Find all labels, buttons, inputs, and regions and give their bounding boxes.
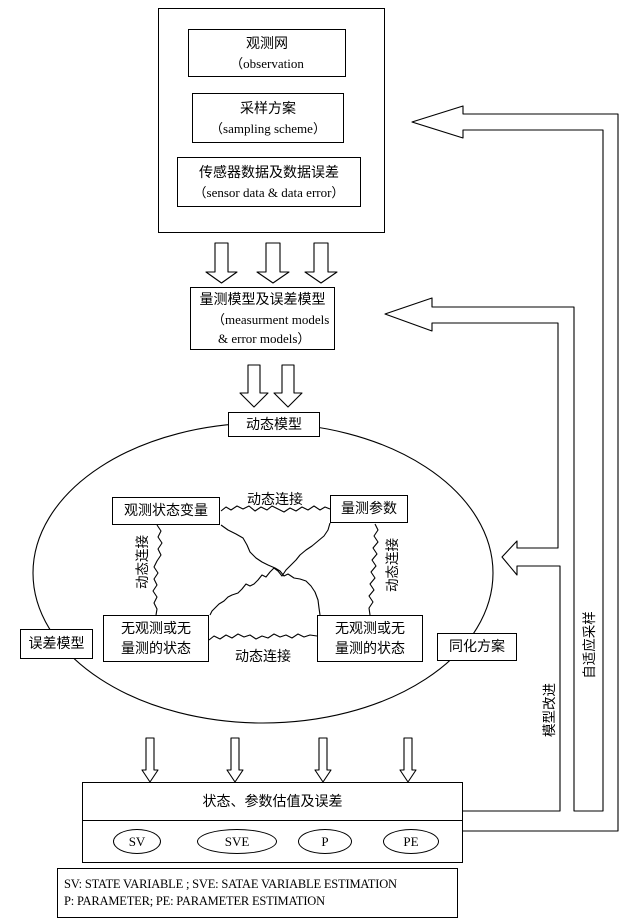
sensor-data-zh: 传感器数据及数据误差 [199, 164, 339, 181]
arrow-down-icon [399, 737, 417, 783]
unobserved-left-line1: 无观测或无 [121, 620, 191, 637]
dynamic-link-diagonal-2 [209, 522, 331, 616]
measured-params-label: 量测参数 [341, 501, 397, 517]
observed-state-box: 观测状态变量 [112, 497, 220, 525]
dynamic-link-right-label: 动态连接 [385, 538, 401, 592]
dynamic-model-title: 动态模型 [246, 416, 302, 433]
sensor-data-en: （sensor data & data error） [193, 184, 345, 200]
observation-network-zh: 观测网 [246, 35, 288, 52]
dynamic-link-bottom-label: 动态连接 [235, 649, 291, 665]
output-item-sv: SV [113, 829, 161, 854]
unobserved-right-line1: 无观测或无 [335, 620, 405, 637]
sampling-scheme-box: 采样方案 （sampling scheme） [192, 93, 344, 143]
output-title: 状态、参数估值及误差 [202, 793, 343, 810]
unobserved-left-line2: 量测的状态 [121, 640, 191, 657]
arrow-down-icon [226, 737, 244, 783]
dynamic-link-left [152, 524, 163, 616]
dynamic-link-top-label: 动态连接 [247, 492, 303, 508]
legend-line-2: P: PARAMETER; PE: PARAMETER ESTIMATION [64, 894, 325, 908]
measured-params-box: 量测参数 [330, 495, 408, 523]
unobserved-state-right-box: 无观测或无 量测的状态 [317, 615, 423, 662]
assimilation-scheme-label: 同化方案 [449, 639, 505, 655]
adaptive-sampling-label: 自适应采样 [582, 611, 598, 679]
arrow-down-icon [314, 737, 332, 783]
legend-line-1: SV: STATE VARIABLE ; SVE: SATAE VARIABLE… [64, 877, 397, 891]
dynamic-link-bottom [208, 633, 318, 641]
measurement-model-box: 量测模型及误差模型 （measurment models & error mod… [190, 287, 335, 350]
legend-box: SV: STATE VARIABLE ; SVE: SATAE VARIABLE… [57, 868, 458, 918]
dynamic-link-left-label: 动态连接 [135, 535, 151, 589]
output-title-row: 状态、参数估值及误差 [83, 783, 462, 821]
arrow-down-icon [304, 242, 338, 284]
dynamic-link-diagonal-1 [220, 524, 321, 616]
error-model-box: 误差模型 [20, 629, 93, 659]
dynamic-link-top [220, 505, 331, 513]
arrow-down-icon [256, 242, 290, 284]
output-item-sve: SVE [197, 829, 277, 854]
measurement-model-zh: 量测模型及误差模型 [199, 291, 326, 308]
observation-network-en: （observation [230, 55, 304, 71]
dynamic-link-right [368, 523, 379, 616]
sampling-scheme-en: （sampling scheme） [210, 120, 326, 136]
measurement-model-en-line2: & error models） [218, 330, 311, 346]
output-item-pe: PE [383, 829, 439, 854]
feedback-arrow-path [384, 105, 619, 832]
sensor-data-box: 传感器数据及数据误差 （sensor data & data error） [177, 157, 361, 207]
measurement-model-en-line1: （measurment models [212, 311, 330, 327]
observation-network-box: 观测网 （observation [188, 29, 346, 77]
model-improvement-label: 模型改进 [542, 683, 558, 737]
dynamic-model-title-box: 动态模型 [228, 412, 320, 437]
output-item-p: P [298, 829, 352, 854]
arrow-down-icon [273, 364, 303, 408]
arrow-down-icon [239, 364, 269, 408]
unobserved-state-left-box: 无观测或无 量测的状态 [103, 615, 209, 662]
error-model-label: 误差模型 [28, 636, 85, 652]
observed-state-label: 观测状态变量 [124, 503, 208, 519]
unobserved-right-line2: 量测的状态 [335, 640, 405, 657]
arrow-down-icon [141, 737, 159, 783]
assimilation-scheme-box: 同化方案 [437, 633, 517, 661]
arrow-down-icon [205, 242, 238, 284]
dynamic-model-ellipse [32, 422, 494, 724]
sampling-scheme-zh: 采样方案 [240, 100, 296, 117]
